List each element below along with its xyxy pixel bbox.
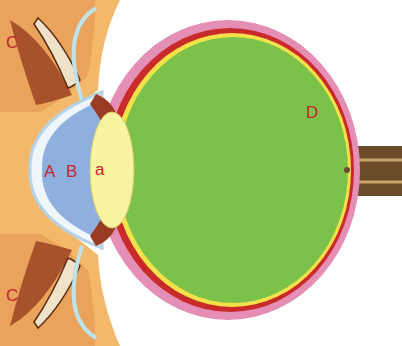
part-label: D [306,104,318,121]
part-label: C [6,287,18,304]
orbit-tissue [0,0,120,346]
fovea [344,167,350,173]
choroid [106,28,354,312]
part-label: C [6,34,18,51]
lens [90,112,134,228]
part-label: B [66,163,77,180]
part-label: a [95,161,104,178]
part-label: A [44,163,55,180]
vitreous-body [118,37,348,303]
sclera [96,20,360,320]
retina [113,33,351,307]
